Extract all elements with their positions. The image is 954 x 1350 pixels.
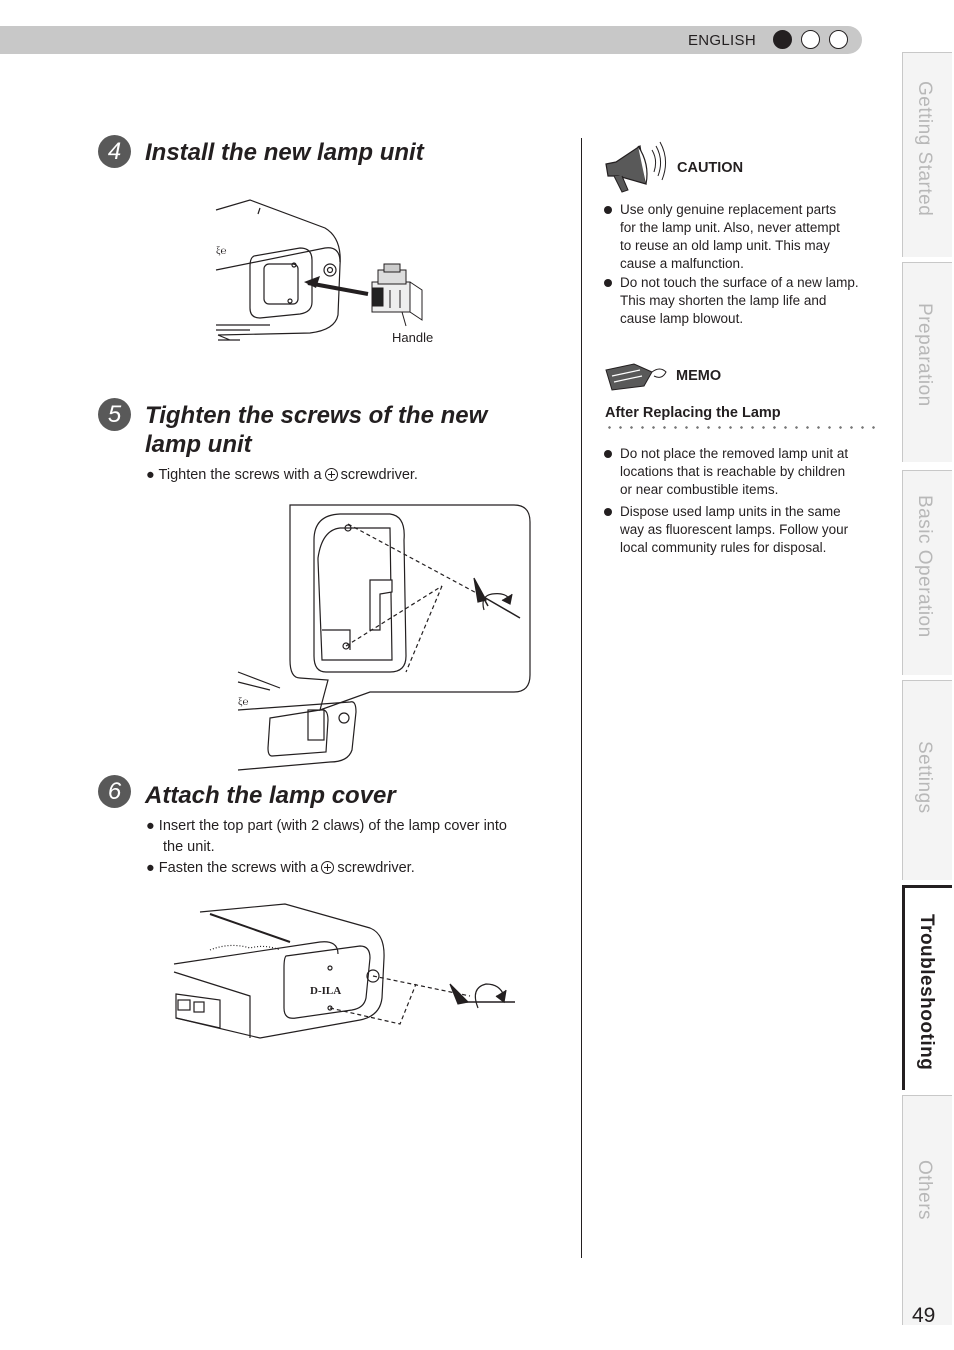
caution-item-line: This may shorten the lamp life and	[620, 293, 827, 308]
instruction-text: Tighten the screws with a	[158, 467, 322, 483]
step-number: 4	[98, 135, 131, 168]
memo-item-line: local community rules for disposal.	[620, 540, 827, 555]
tab-label: Settings	[914, 741, 935, 814]
step-number: 6	[98, 775, 131, 808]
step-number: 5	[98, 398, 131, 431]
tab-getting-started[interactable]: Getting Started	[902, 52, 952, 257]
handle-label: Handle	[392, 330, 434, 345]
memo-item-line: way as fluorescent lamps. Follow your	[620, 522, 849, 537]
memo-item: Dispose used lamp units in the same way …	[604, 503, 879, 557]
instruction-text: screwdriver.	[337, 860, 415, 876]
memo-subheading: After Replacing the Lamp	[605, 405, 781, 421]
section-indicator-dot	[801, 30, 820, 49]
memo-heading: MEMO	[676, 368, 722, 384]
tab-troubleshooting[interactable]: Troubleshooting	[902, 885, 952, 1090]
caution-item-line: cause lamp blowout.	[620, 311, 744, 326]
tab-preparation[interactable]: Preparation	[902, 262, 952, 462]
instruction-text: screwdriver.	[340, 467, 418, 483]
tab-basic-operation[interactable]: Basic Operation	[902, 470, 952, 675]
caution-item-line: Do not touch the surface of a new lamp.	[620, 275, 859, 290]
tab-others[interactable]: Others	[902, 1095, 952, 1325]
step-6-instruction-1: ● Insert the top part (with 2 claws) of …	[146, 818, 507, 834]
caution-item: Use only genuine replacement parts for t…	[604, 201, 879, 273]
caution-item-line: Use only genuine replacement parts	[620, 202, 837, 217]
header-bar	[0, 26, 862, 54]
dotted-divider	[604, 426, 876, 429]
language-label: ENGLISH	[688, 32, 756, 49]
instruction-text: Fasten the screws with a	[158, 860, 319, 876]
step-title-continued: lamp unit	[145, 431, 252, 458]
bullet-dot	[604, 508, 612, 516]
page-number: 49	[912, 1304, 936, 1327]
memo-item-line: or near combustible items.	[620, 482, 779, 497]
bullet-dot	[604, 279, 612, 287]
dila-logo: D-ILA	[310, 985, 341, 997]
svg-text:ξ℮: ξ℮	[238, 697, 248, 708]
instruction-text: Insert the top part (with 2 claws) of th…	[158, 818, 507, 834]
phillips-screwdriver-icon	[321, 861, 335, 874]
attach-cover-illustration: D-ILA	[173, 903, 515, 1039]
tab-settings[interactable]: Settings	[902, 680, 952, 880]
megaphone-icon	[605, 141, 666, 193]
tab-label: Others	[914, 1160, 935, 1221]
memo-item-line: locations that is reachable by children	[620, 464, 846, 479]
section-indicator-dot-filled	[773, 30, 792, 49]
phillips-screwdriver-icon	[324, 468, 338, 481]
memo-item: Do not place the removed lamp unit at lo…	[604, 445, 879, 499]
tab-label: Troubleshooting	[916, 914, 937, 1071]
caution-item-line: cause a malfunction.	[620, 256, 744, 271]
tighten-screws-illustration: ξ℮	[237, 504, 531, 771]
section-indicator-dot	[829, 30, 848, 49]
step-title: Tighten the screws of the new	[145, 402, 488, 429]
memo-item-line: Dispose used lamp units in the same	[620, 504, 841, 519]
caution-item: Do not touch the surface of a new lamp. …	[604, 274, 879, 328]
bullet-dot	[604, 206, 612, 214]
bullet-dot	[604, 450, 612, 458]
pencil-memo-icon	[605, 363, 667, 391]
tab-label: Preparation	[914, 303, 935, 407]
caution-item-line: to reuse an old lamp unit. This may	[620, 238, 830, 253]
chapter-tabs: Getting Started Preparation Basic Operat…	[898, 0, 954, 1350]
caution-item-line: for the lamp unit. Also, never attempt	[620, 220, 840, 235]
step-title: Install the new lamp unit	[145, 139, 424, 166]
install-lamp-illustration: ξ℮	[215, 199, 423, 341]
memo-item-line: Do not place the removed lamp unit at	[620, 446, 849, 461]
step-6-instruction-1-continued: the unit.	[163, 839, 215, 855]
caution-heading: CAUTION	[677, 160, 744, 176]
tab-label: Basic Operation	[914, 495, 935, 638]
tab-label: Getting Started	[914, 81, 935, 217]
svg-text:ξ℮: ξ℮	[216, 246, 226, 257]
column-divider	[581, 138, 582, 1258]
step-title: Attach the lamp cover	[145, 782, 396, 809]
